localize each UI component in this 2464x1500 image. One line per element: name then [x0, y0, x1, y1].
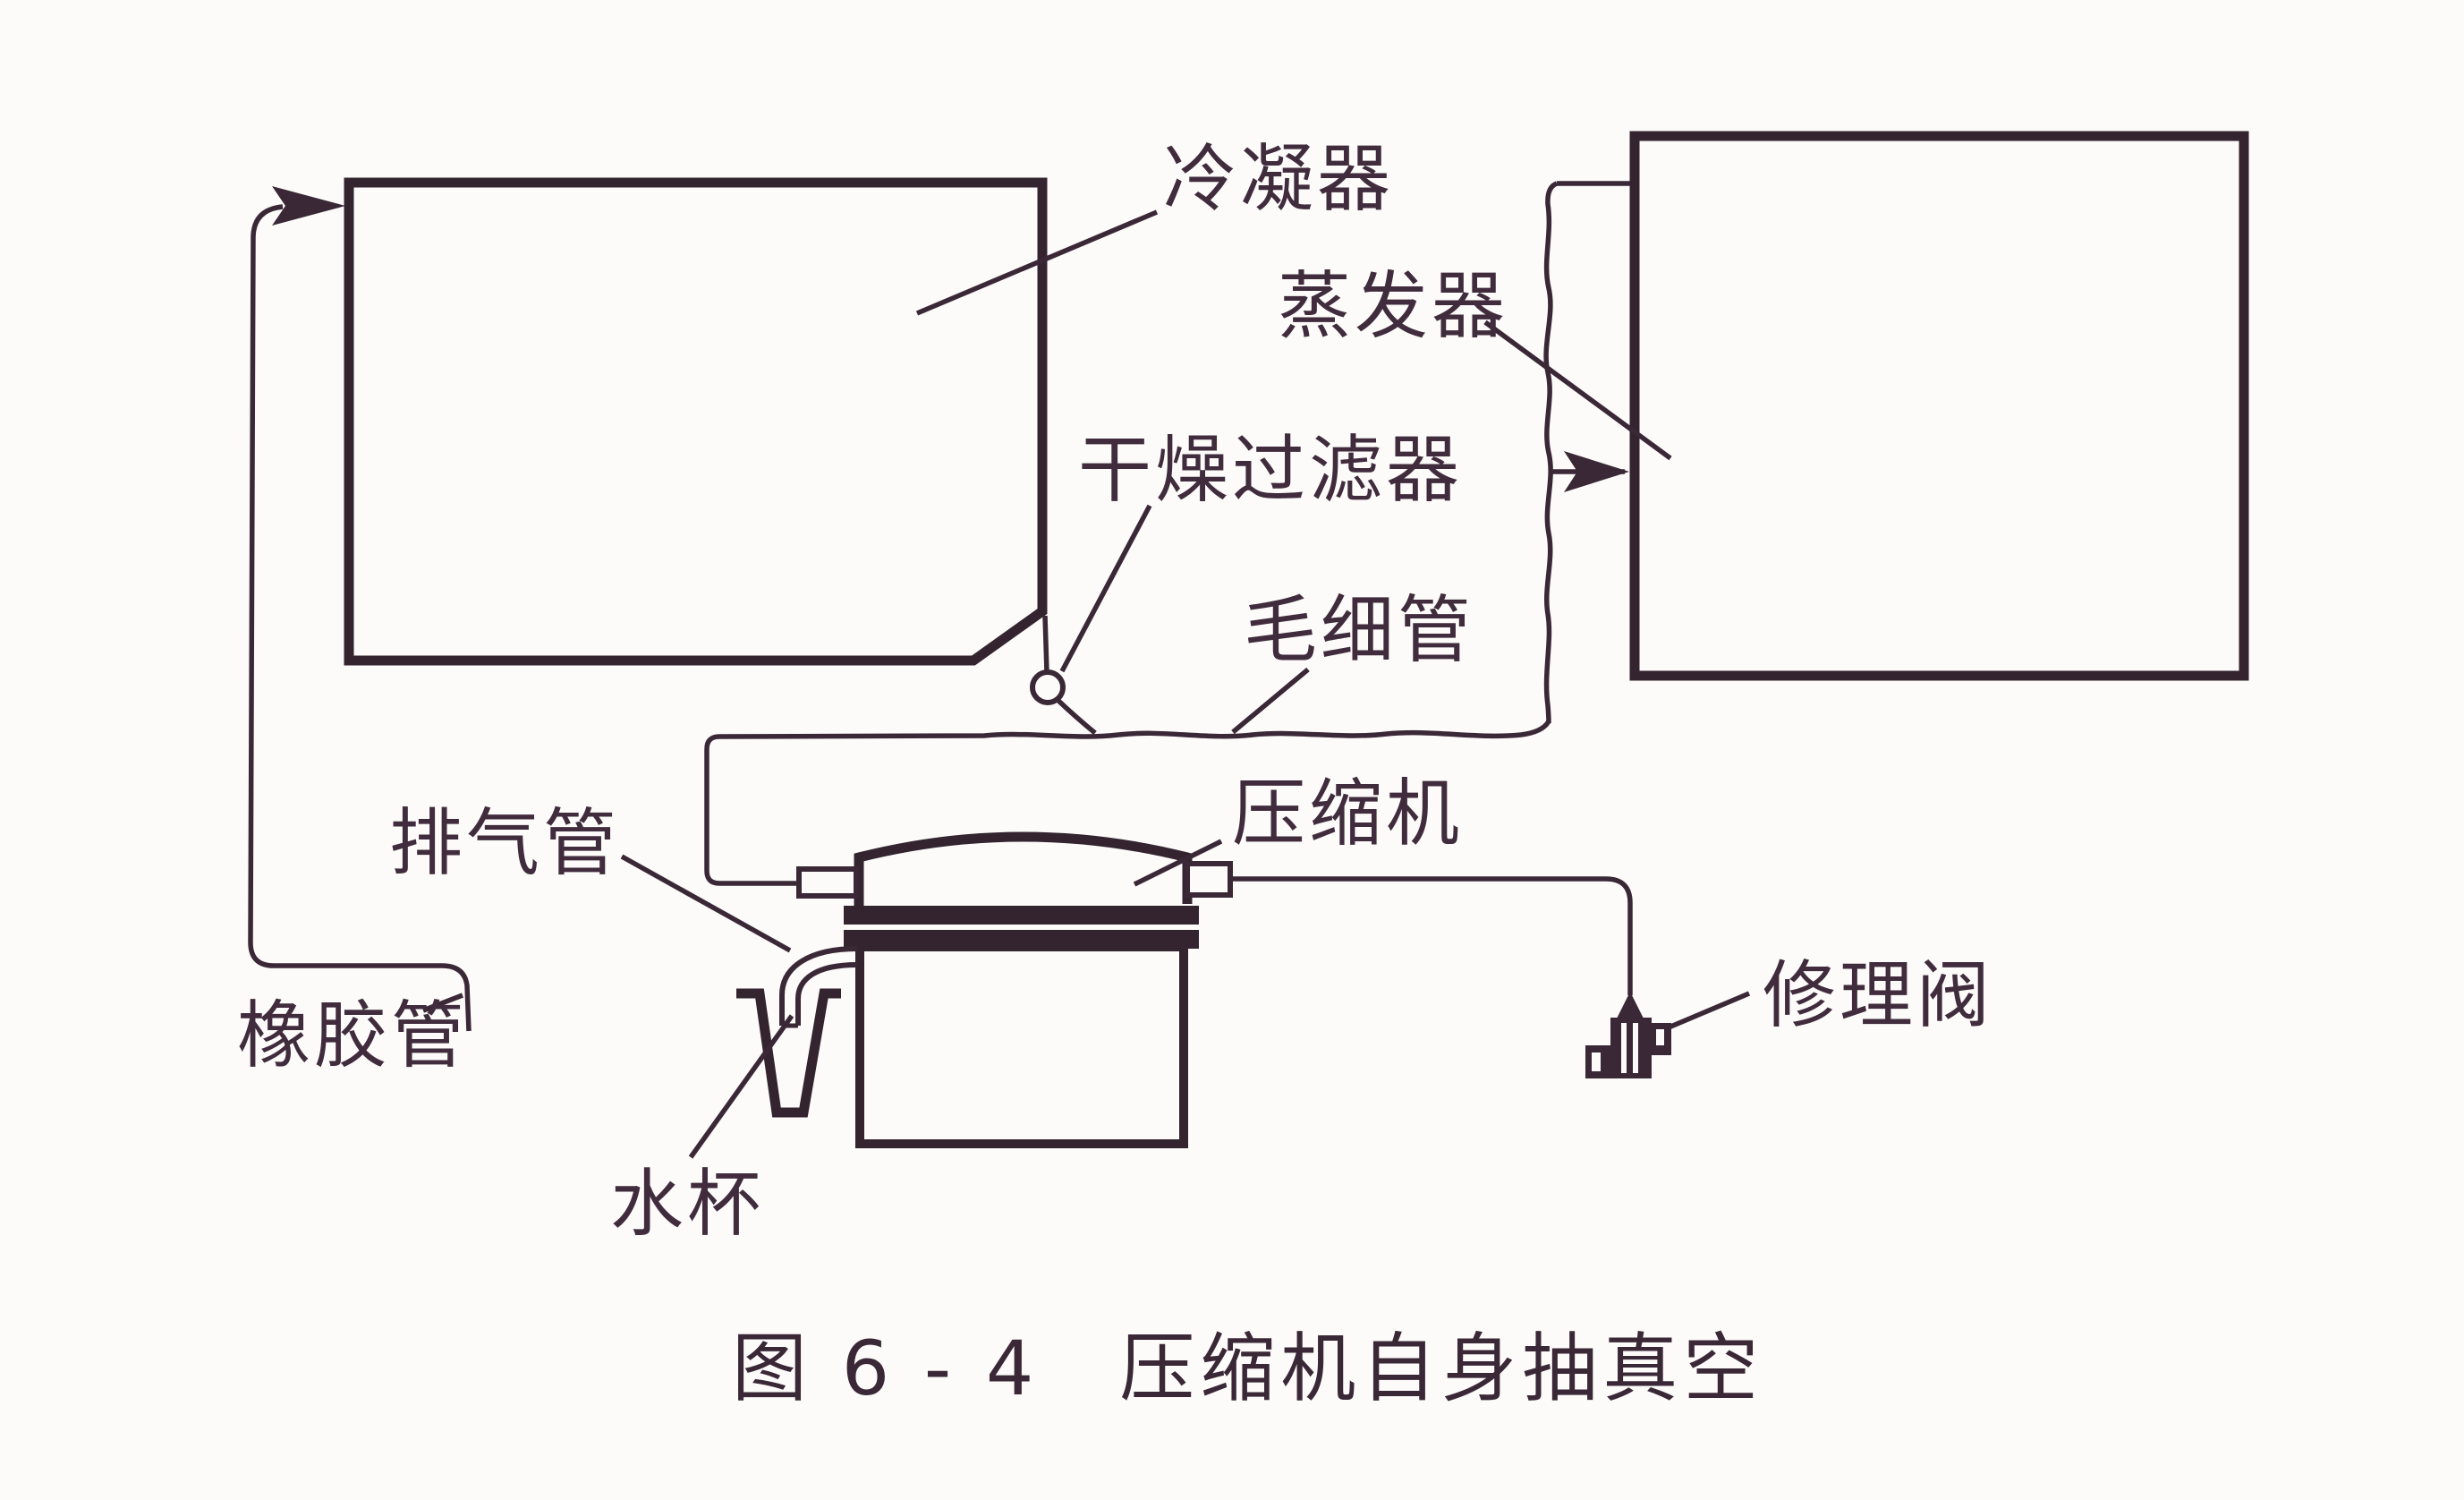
label-drier-filter: 干燥过滤器 [1078, 428, 1463, 513]
leader-rubber-tube [422, 993, 463, 1013]
leader-evaporator [1483, 320, 1672, 461]
valve-stem [1616, 992, 1644, 1020]
flow-arrow-condenser-icon [272, 186, 345, 226]
label-evaporator: 蒸发器 [1278, 264, 1508, 349]
label-compressor: 压缩机 [1232, 771, 1463, 857]
leader-condenser [915, 209, 1159, 316]
water-cup-shape [736, 988, 841, 1118]
flow-arrow-right-icon [1564, 451, 1629, 492]
compressor-process-stub [1185, 861, 1233, 898]
compressor-suction-stub [796, 866, 859, 899]
label-condenser: 冷凝器 [1163, 137, 1394, 222]
condenser-outlet-line [1042, 615, 1049, 673]
rubber-tube-line [248, 204, 472, 1032]
suction-wavy-line [1543, 181, 1559, 724]
leader-repair-valve [1667, 991, 1751, 1030]
drier-filter-circle [1030, 669, 1066, 705]
condenser-box [344, 177, 1048, 666]
drier-outlet-line [1055, 697, 1097, 736]
leader-drier-filter [1059, 504, 1152, 673]
exhaust-pipe-inner-wall [795, 962, 858, 1026]
leader-exhaust-pipe [620, 854, 792, 953]
exhaust-pipe-outer-wall [779, 946, 858, 1026]
compressor-body [855, 942, 1188, 1148]
process-tube-line [1230, 876, 1633, 995]
leader-compressor [1133, 839, 1223, 887]
leader-water-cup [688, 1014, 794, 1159]
label-water-cup: 水杯 [610, 1162, 764, 1247]
figure-caption: 图 6 - 4 压缩机自身抽真空 [732, 1325, 1763, 1412]
compressor-flange-upper [844, 906, 1199, 925]
label-capillary-tube: 毛细管 [1244, 588, 1474, 673]
leader-capillary [1231, 667, 1310, 735]
repair-valve-icon [1585, 1018, 1671, 1078]
compressor-dome [854, 831, 1193, 908]
capillary-line [704, 720, 1551, 886]
label-exhaust-pipe: 排气管 [389, 801, 620, 886]
label-rubber-tube: 橡胶管 [237, 993, 468, 1078]
label-repair-valve: 修理阀 [1763, 953, 1993, 1038]
evaporator-box [1629, 131, 2249, 681]
